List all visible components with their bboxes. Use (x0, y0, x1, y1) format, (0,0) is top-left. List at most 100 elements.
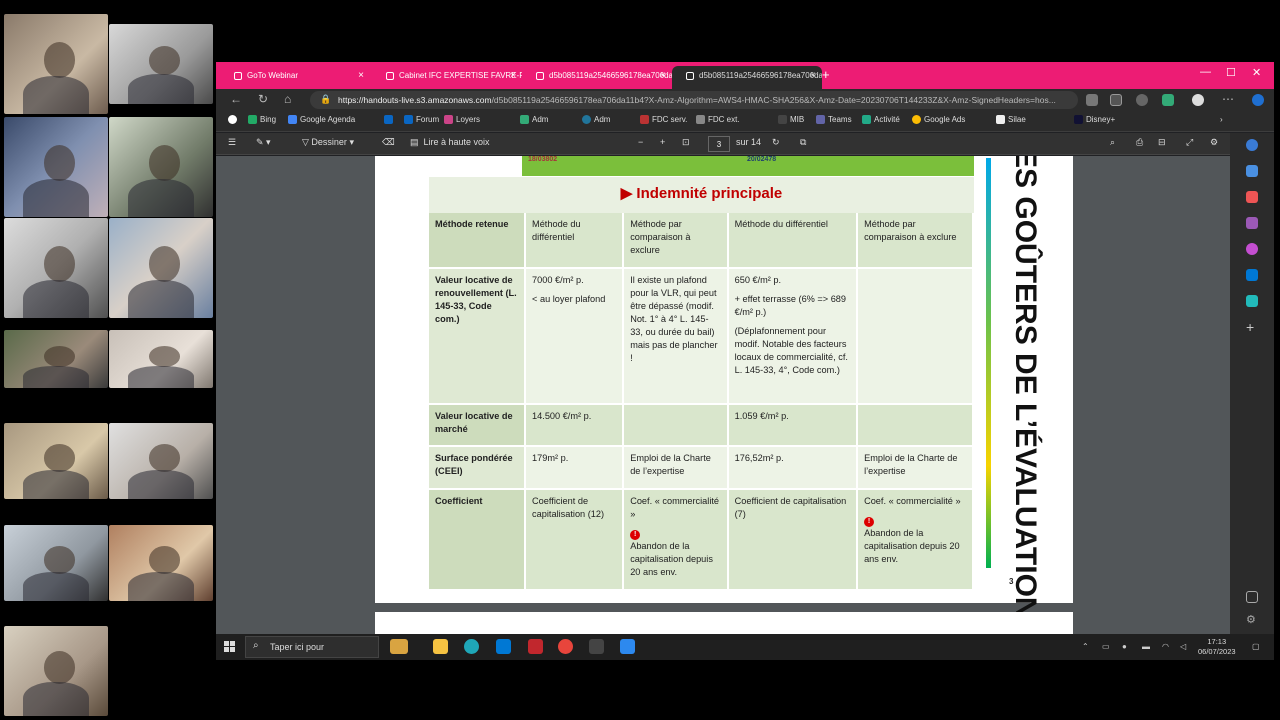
notification-icon[interactable]: ▢ (1252, 642, 1260, 651)
bookmark-disney[interactable]: Disney+ (1074, 115, 1115, 125)
tray-chevron-icon[interactable]: ⌃ (1082, 642, 1089, 651)
taskbar-search[interactable]: ⌕Taper ici pour (245, 636, 379, 658)
bing-chat-icon[interactable] (1252, 94, 1264, 106)
close-tab-icon[interactable]: × (810, 70, 816, 81)
bookmark-fdc-serv[interactable]: FDC serv. (640, 115, 687, 125)
new-tab-icon[interactable]: + (822, 67, 830, 82)
minimize-icon[interactable]: — (1200, 66, 1211, 78)
tools-icon[interactable] (1246, 191, 1258, 203)
app-blue-icon[interactable] (620, 639, 635, 654)
bookmark-google-ads[interactable]: Google Ads (912, 115, 965, 125)
profile-icon[interactable] (1192, 94, 1204, 106)
tab-pdf-1[interactable]: d5b085119a25466596178ea706da11b4?X-Amz× (522, 66, 672, 89)
more-menu-icon[interactable]: ⋯ (1222, 92, 1234, 106)
tab-gotowebinar[interactable]: GoTo Webinar× (220, 66, 370, 89)
outlook-icon[interactable] (1246, 269, 1258, 281)
bookmark-bing[interactable]: Bing (248, 115, 276, 125)
file-explorer-icon[interactable] (433, 639, 448, 654)
extension-icon[interactable] (1162, 94, 1174, 106)
fit-page-icon[interactable]: ⊡ (682, 137, 690, 147)
zoom-out-button[interactable]: − (638, 137, 644, 147)
eraser-icon[interactable]: ⌫ (382, 137, 395, 147)
read-mode-icon[interactable] (1086, 94, 1098, 106)
edge-icon[interactable] (464, 639, 479, 654)
add-icon[interactable]: + (1246, 319, 1255, 335)
highlight-icon[interactable]: ✎ ▾ (256, 137, 271, 147)
pdf-viewer[interactable]: 18/03802 20/02478 ▶ Indemnité principale… (216, 156, 1230, 634)
participant-tile[interactable] (109, 117, 213, 217)
bookmark-loyers[interactable]: Loyers (444, 115, 480, 125)
participant-tile[interactable] (4, 330, 108, 388)
search-icon[interactable] (1246, 139, 1258, 151)
tray-network-icon[interactable]: ▭ (1102, 642, 1110, 651)
back-icon[interactable]: ← (230, 92, 242, 106)
bookmark-teams[interactable]: Teams (816, 115, 852, 125)
participant-tile[interactable] (4, 423, 108, 499)
read-aloud-button[interactable]: ▤ Lire à haute voix (410, 137, 490, 147)
draw-button[interactable]: ▽ Dessiner ▾ (302, 137, 354, 147)
participant-tile[interactable] (4, 218, 108, 318)
send-icon[interactable] (1246, 295, 1258, 307)
tab-pdf-active[interactable]: d5b085119a25466596178ea706da11b4?X-Amz× (672, 66, 822, 89)
maximize-icon[interactable]: ☐ (1226, 67, 1236, 79)
contents-icon[interactable]: ☰ (228, 137, 237, 147)
print-icon[interactable]: ⎙ (1136, 137, 1144, 147)
bookmarks-more-icon[interactable]: › (1220, 115, 1223, 124)
url-field[interactable]: 🔒https://handouts-live.s3.amazonaws.com/… (310, 91, 1078, 109)
participant-tile[interactable] (109, 330, 213, 388)
bookmark-google[interactable] (228, 115, 240, 125)
participant-tile[interactable] (4, 626, 108, 716)
home-icon[interactable]: ⌂ (284, 92, 292, 106)
bookmark-activite[interactable]: Activité (862, 115, 900, 125)
sidebar-settings-icon[interactable]: ⚙ (1246, 614, 1256, 626)
search-icon[interactable]: ⌕ (1110, 137, 1116, 147)
fullscreen-icon[interactable]: ⤢ (1186, 137, 1194, 147)
close-window-icon[interactable]: ✕ (1252, 67, 1262, 79)
briefcase-icon[interactable] (390, 639, 408, 654)
participant-tile[interactable] (4, 525, 108, 601)
reload-icon[interactable]: ↻ (258, 92, 269, 106)
rotate-icon[interactable]: ↻ (772, 137, 780, 147)
page-number-input[interactable]: 3 (708, 136, 730, 152)
participant-tile[interactable] (109, 423, 213, 499)
tray-wifi-icon[interactable]: ◠ (1162, 642, 1169, 651)
bookmark-linkedin[interactable] (384, 115, 396, 125)
page-view-icon[interactable]: ⧉ (800, 137, 807, 147)
shopping-icon[interactable] (1246, 165, 1258, 177)
tab-cabinet[interactable]: Cabinet IFC EXPERTISE FAVRE-ROCHEX× (372, 66, 522, 89)
favorites-icon[interactable] (1110, 94, 1122, 106)
tab-bar: GoTo Webinar× Cabinet IFC EXPERTISE FAVR… (216, 62, 1274, 89)
bookmark-google-agenda[interactable]: Google Agenda (288, 115, 355, 125)
tray-volume-icon[interactable]: ◁ (1180, 642, 1187, 651)
bookmark-silae[interactable]: Silae (996, 115, 1026, 125)
zoom-in-button[interactable]: + (660, 137, 666, 147)
close-tab-icon[interactable]: × (510, 70, 516, 81)
app-red-icon[interactable] (528, 639, 543, 654)
office-icon[interactable] (1246, 243, 1258, 255)
save-icon[interactable]: ⊟ (1158, 137, 1166, 147)
participant-tile[interactable] (109, 525, 213, 601)
outlook-icon[interactable] (496, 639, 511, 654)
app-dark-icon[interactable] (589, 639, 604, 654)
tray-battery-icon[interactable]: ▬ (1142, 642, 1150, 651)
sidebar-layout-icon[interactable] (1246, 591, 1258, 603)
table-cell: 179m² p. (525, 446, 625, 490)
participant-tile[interactable] (4, 14, 108, 114)
bookmark-adm-1[interactable]: Adm (520, 115, 548, 125)
settings-icon[interactable]: ⚙ (1210, 137, 1219, 147)
bookmark-forum[interactable]: Forum (404, 115, 439, 125)
windows-start-icon[interactable] (224, 641, 236, 653)
games-icon[interactable] (1246, 217, 1258, 229)
chrome-icon[interactable] (558, 639, 573, 654)
participant-tile[interactable] (109, 24, 213, 104)
tray-mic-icon[interactable]: ● (1122, 642, 1127, 651)
bookmark-fdc-ext[interactable]: FDC ext. (696, 115, 740, 125)
bookmark-adm-2[interactable]: Adm (582, 115, 610, 125)
bookmark-mib[interactable]: MIB (778, 115, 804, 125)
close-tab-icon[interactable]: × (358, 70, 364, 81)
close-tab-icon[interactable]: × (660, 70, 666, 81)
participant-tile[interactable] (109, 218, 213, 318)
participant-tile[interactable] (4, 117, 108, 217)
history-icon[interactable] (1136, 94, 1148, 106)
